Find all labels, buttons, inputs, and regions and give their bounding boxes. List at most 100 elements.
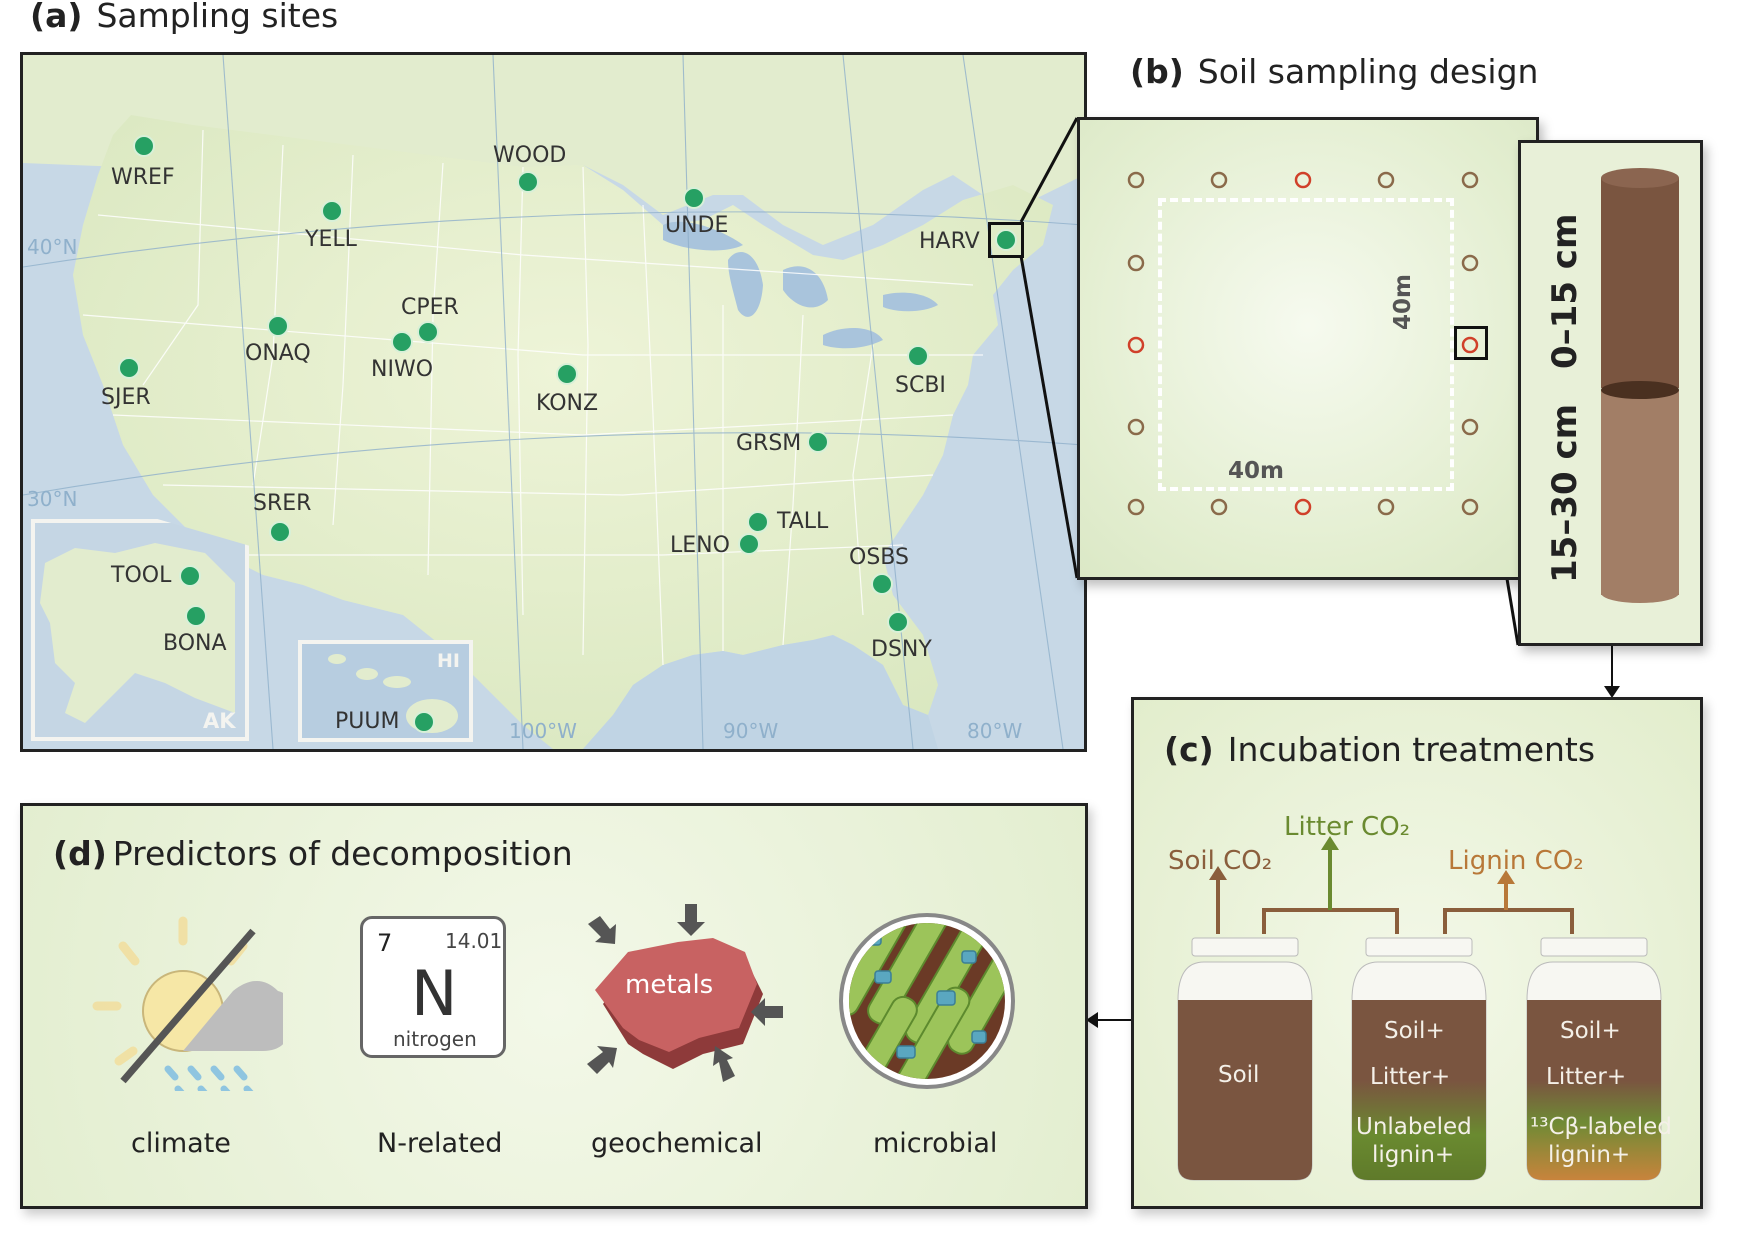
site-label-osbs: OSBS: [849, 545, 909, 570]
site-dot-scbi[interactable]: [907, 345, 929, 367]
site-dot-bona[interactable]: [185, 605, 207, 627]
lon-80-label: 80°W: [967, 719, 1023, 743]
sample-point-selected: [1294, 498, 1312, 516]
site-dot-osbs[interactable]: [871, 573, 893, 595]
jar-soil-litter-labeled: [1526, 937, 1662, 1181]
site-dot-wood[interactable]: [517, 171, 539, 193]
site-label-wref: WREF: [111, 165, 175, 190]
panel-b-letter: (b): [1130, 52, 1184, 91]
harv-highlight-box: [988, 222, 1024, 258]
sample-point: [1461, 498, 1479, 516]
hawaii-inset-label: HI: [437, 650, 460, 672]
sample-point: [1461, 254, 1479, 272]
jar-soil: [1177, 937, 1313, 1181]
predictor-label-climate: climate: [131, 1128, 231, 1159]
lon-100-label: 100°W: [509, 719, 577, 743]
jar2-line1: Soil+: [1384, 1018, 1445, 1044]
sample-point-selected: [1461, 336, 1479, 354]
microbial-icon: [839, 913, 1015, 1089]
hawaii-inset: HI: [298, 640, 473, 742]
site-dot-onaq[interactable]: [267, 315, 289, 337]
panel-d-letter: (d): [53, 834, 107, 873]
site-dot-dsny[interactable]: [887, 611, 909, 633]
sample-point: [1210, 171, 1228, 189]
site-label-dsny: DSNY: [871, 637, 932, 662]
site-dot-harv[interactable]: [995, 229, 1017, 251]
lon-90-label: 90°W: [723, 719, 779, 743]
jar3-line2: Litter+: [1546, 1064, 1627, 1090]
nitrogen-element-tile: 7 14.01 N nitrogen: [360, 916, 506, 1058]
predictor-label-microbial: microbial: [873, 1128, 998, 1159]
site-dot-srer[interactable]: [269, 521, 291, 543]
panel-a-letter: (a): [30, 0, 83, 35]
site-dot-niwo[interactable]: [391, 331, 413, 353]
site-label-tool: TOOL: [111, 563, 172, 588]
jar2-line3: Unlabeled: [1356, 1114, 1472, 1140]
element-number: 7: [377, 929, 393, 957]
metals-icon: [587, 904, 783, 1082]
site-label-niwo: NIWO: [371, 357, 434, 382]
site-dot-grsm[interactable]: [807, 431, 829, 453]
element-mass: 14.01: [445, 929, 503, 953]
sample-point: [1127, 171, 1145, 189]
element-symbol: N: [411, 957, 458, 1030]
plot-width-label: 40m: [1228, 458, 1284, 484]
alaska-shape: [40, 543, 235, 723]
sampling-points: [1127, 171, 1479, 516]
site-label-tall: TALL: [777, 509, 829, 534]
lat-30-label: 30°N: [27, 487, 78, 511]
sample-point: [1461, 418, 1479, 436]
site-dot-cper[interactable]: [417, 321, 439, 343]
panel-c-letter: (c): [1164, 730, 1214, 769]
jar-soil-litter-unlabeled: [1351, 937, 1487, 1181]
site-dot-tool[interactable]: [179, 565, 201, 587]
panel-a-label: Sampling sites: [96, 0, 339, 35]
sampling-sites-map: AK HI 40°N 30°N 100°W 90°W 80°W WREF YEL…: [20, 52, 1087, 752]
site-dot-wref[interactable]: [133, 135, 155, 157]
site-label-onaq: ONAQ: [245, 341, 311, 366]
site-dot-yell[interactable]: [321, 200, 343, 222]
metals-label: metals: [625, 970, 714, 1000]
sample-point-selected: [1294, 171, 1312, 189]
site-label-grsm: GRSM: [736, 431, 802, 456]
site-label-harv: HARV: [919, 229, 980, 254]
sample-point: [1127, 498, 1145, 516]
lignin-co2-label: Lignin CO₂: [1448, 846, 1584, 876]
sample-point: [1127, 254, 1145, 272]
site-label-puum: PUUM: [335, 709, 400, 734]
site-dot-puum[interactable]: [413, 711, 435, 733]
site-label-wood: WOOD: [493, 143, 567, 168]
site-dot-unde[interactable]: [683, 187, 705, 209]
sampling-plot: 40m 40m: [1077, 117, 1539, 580]
jar1-label: Soil: [1218, 1062, 1260, 1088]
core-bottom-depth: 15–30 cm: [1545, 403, 1585, 583]
climate-icon: [92, 916, 283, 1091]
predictor-label-geochemical: geochemical: [591, 1128, 763, 1159]
alaska-inset: AK: [31, 519, 249, 741]
site-dot-leno[interactable]: [738, 533, 760, 555]
panel-d-title: (d)Predictors of decomposition: [53, 834, 573, 873]
predictors-panel: (d)Predictors of decomposition 7 14.01 N…: [20, 803, 1088, 1209]
sample-point: [1210, 498, 1228, 516]
selected-point-box: [1454, 326, 1488, 360]
panel-c-label: Incubation treatments: [1227, 730, 1596, 769]
site-dot-konz[interactable]: [556, 363, 578, 385]
soil-core-panel: 0–15 cm 15–30 cm: [1518, 140, 1703, 646]
site-label-unde: UNDE: [665, 213, 729, 238]
panel-c-title: (c) Incubation treatments: [1164, 730, 1595, 769]
panel-b-label: Soil sampling design: [1197, 52, 1539, 91]
panel-d-label: Predictors of decomposition: [112, 834, 573, 873]
lat-40-label: 40°N: [27, 235, 78, 259]
jar2-line4: lignin+: [1372, 1142, 1455, 1168]
litter-co2-label: Litter CO₂: [1284, 812, 1411, 842]
site-label-srer: SRER: [253, 491, 312, 516]
site-label-scbi: SCBI: [895, 373, 946, 398]
alaska-inset-label: AK: [203, 709, 236, 733]
site-dot-tall[interactable]: [747, 511, 769, 533]
jar3-line1: Soil+: [1560, 1018, 1621, 1044]
site-label-konz: KONZ: [536, 391, 599, 416]
site-dot-sjer[interactable]: [118, 357, 140, 379]
sample-point: [1377, 498, 1395, 516]
plot-dashed-square: [1158, 198, 1454, 491]
soil-core-icon: [1601, 168, 1679, 603]
